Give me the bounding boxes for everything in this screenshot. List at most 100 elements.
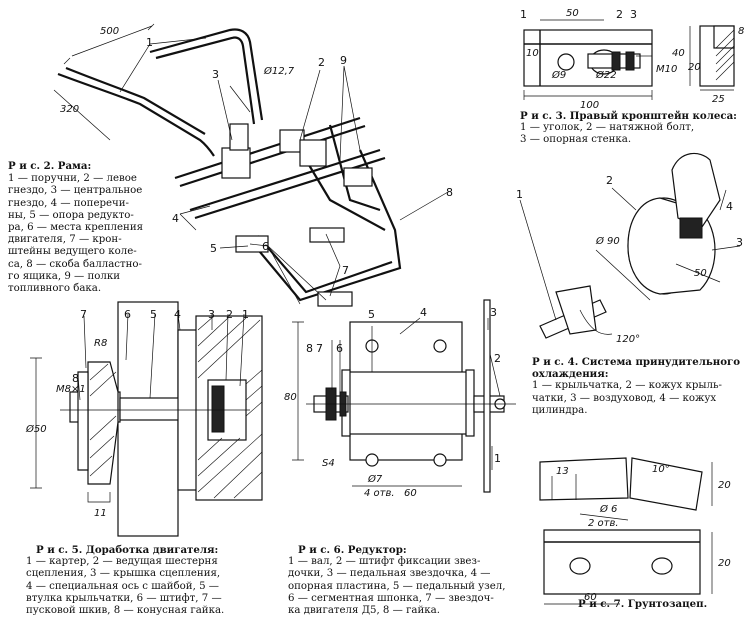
fig6-label-7: 7 xyxy=(316,342,323,355)
fig7-dim-60: 60 xyxy=(584,592,597,603)
fig6-caption: Р и с. 6. Редуктор: 1 — вал, 2 — штифт ф… xyxy=(288,544,528,617)
fig5-dim-r8: R8 xyxy=(94,338,107,349)
fig4-label-2: 2 xyxy=(606,174,613,187)
fig5-label-3: 3 xyxy=(208,308,215,321)
fig3-dim-m10: M10 xyxy=(656,64,677,75)
fig2-label-8: 8 xyxy=(446,186,453,199)
fig2-caption-line: штейны ведущего коле- xyxy=(8,246,137,258)
fig3-caption-line: 1 — уголок, 2 — натяжной болт, xyxy=(520,122,695,134)
fig4-label-3: 3 xyxy=(736,236,743,249)
fig3-dim-50: 50 xyxy=(566,8,579,19)
fig2-dim-tube: Ø12,7 xyxy=(263,65,295,77)
fig4-label-4: 4 xyxy=(726,200,733,213)
fig2-caption-line: са, 8 — скоба балластно- xyxy=(8,258,142,270)
fig5-label-8: 8 xyxy=(72,372,79,385)
fig7-dim-2holes: 2 отв. xyxy=(588,518,619,529)
fig6-label-8: 8 xyxy=(306,342,313,355)
fig2-caption-line: го ящика, 9 — полки xyxy=(8,270,121,282)
fig4-caption-line: цилиндра. xyxy=(532,404,588,416)
fig6-reducer-drawing xyxy=(292,299,516,493)
fig5-caption-line: втулка крыльчатки, 6 — штифт, 7 — xyxy=(26,592,222,604)
fig2-caption-line: 1 — поручни, 2 — левое xyxy=(8,173,137,185)
fig2-frame-drawing xyxy=(53,23,449,307)
fig7-caption-title: Р и с. 7. Грунтозацеп. xyxy=(578,598,708,610)
fig5-caption-line: 1 — картер, 2 — ведущая шестерня xyxy=(26,556,218,568)
fig2-label-7: 7 xyxy=(342,264,349,277)
fig4-caption-title: Р и с. 4. Система принудительного xyxy=(532,356,741,368)
fig3-label-3: 3 xyxy=(630,8,637,21)
fig5-label-2: 2 xyxy=(226,308,233,321)
fig7-dim-10deg: 10° xyxy=(652,464,670,475)
fig7-dim-13: 13 xyxy=(556,466,569,477)
fig6-dim-80: 80 xyxy=(284,392,297,403)
fig2-label-9: 9 xyxy=(340,54,347,67)
fig2-label-3: 3 xyxy=(212,68,219,81)
fig5-label-4: 4 xyxy=(174,308,181,321)
fig4-dim-120: 120° xyxy=(616,334,640,345)
fig4-label-1: 1 xyxy=(516,188,523,201)
fig6-label-3: 3 xyxy=(490,306,497,319)
fig5-label-5: 5 xyxy=(150,308,157,321)
fig4-caption-title-2: охлаждения: xyxy=(532,368,609,381)
fig5-caption-title: Р и с. 5. Доработка двигателя: xyxy=(36,544,219,556)
fig2-caption-line: ны, 5 — опора редукто- xyxy=(8,209,134,221)
fig4-caption-line: 1 — крыльчатка, 2 — кожух крыль- xyxy=(532,380,722,392)
fig3-caption-title: Р и с. 3. Правый кронштейн колеса: xyxy=(520,110,737,122)
fig7-dim-d6: Ø 6 xyxy=(599,503,617,515)
fig6-dim-s4: S4 xyxy=(322,458,335,469)
fig6-label-4: 4 xyxy=(420,306,427,319)
fig3-caption: Р и с. 3. Правый кронштейн колеса: 1 — у… xyxy=(520,110,748,147)
fig2-caption-line: двигателя, 7 — крон- xyxy=(8,234,122,246)
fig2-caption: Р и с. 2. Рама: 1 — поручни, 2 — левое г… xyxy=(8,160,168,295)
fig2-caption-title: Р и с. 2. Рама: xyxy=(8,160,92,172)
fig3-dim-d9: Ø9 xyxy=(551,69,566,81)
fig5-dim-11: 11 xyxy=(94,508,107,519)
fig6-dim-d7: Ø7 xyxy=(367,473,383,485)
fig2-label-6: 6 xyxy=(262,240,269,253)
fig6-label-2: 2 xyxy=(494,352,501,365)
fig6-label-6: 6 xyxy=(336,342,343,355)
fig2-caption-line: топливного бака. xyxy=(8,283,102,295)
fig3-dim-100: 100 xyxy=(580,100,599,111)
fig3-dim-25: 25 xyxy=(712,94,725,105)
fig3-label-1: 1 xyxy=(520,8,527,21)
fig3-dim-10: 10 xyxy=(526,48,539,59)
fig3-dim-8: 8 xyxy=(738,26,744,37)
fig2-caption-line: гнездо, 4 — поперечи- xyxy=(8,197,130,209)
fig6-caption-line: опорная пластина, 5 — педальный узел, xyxy=(288,580,506,592)
fig3-dim-20: 20 xyxy=(688,62,701,73)
fig7-dim-20b: 20 xyxy=(718,558,731,569)
fig2-dim-320: 320 xyxy=(60,104,79,115)
fig7-grouser-drawing xyxy=(539,457,713,605)
fig3-dim-d22: Ø22 xyxy=(595,69,617,81)
fig5-caption: Р и с. 5. Доработка двигателя: 1 — карте… xyxy=(26,544,272,617)
fig6-caption-line: дочки, 3 — педальная звездочка, 4 — xyxy=(288,568,491,580)
fig3-bracket-drawing xyxy=(523,19,735,100)
fig6-label-1: 1 xyxy=(494,452,501,465)
fig2-label-4: 4 xyxy=(172,212,179,225)
fig5-dim-d50: Ø50 xyxy=(25,423,47,435)
fig5-label-1: 1 xyxy=(242,308,249,321)
fig4-caption: Р и с. 4. Система принудительного охлажд… xyxy=(532,356,748,417)
fig2-label-2: 2 xyxy=(318,56,325,69)
fig5-caption-line: пусковой шкив, 8 — конусная гайка. xyxy=(26,605,225,617)
fig6-dim-4holes: 4 отв. xyxy=(364,488,395,499)
fig6-label-5: 5 xyxy=(368,308,375,321)
fig4-caption-line: чатки, 3 — воздуховод, 4 — кожух xyxy=(532,392,717,404)
fig5-dim-m8: M8×1 xyxy=(56,384,86,395)
fig6-caption-line: 1 — вал, 2 — штифт фиксации звез- xyxy=(288,556,481,568)
fig4-cooling-drawing xyxy=(519,152,741,339)
fig3-caption-line: 3 — опорная стенка. xyxy=(520,134,632,146)
fig5-label-6: 6 xyxy=(124,308,131,321)
fig7-caption: Р и с. 7. Грунтозацеп. xyxy=(578,598,748,610)
fig4-dim-50: 50 xyxy=(694,268,707,279)
fig6-dim-60: 60 xyxy=(404,488,417,499)
fig6-caption-title: Р и с. 6. Редуктор: xyxy=(298,544,407,556)
fig2-caption-line: ра, 6 — места крепления xyxy=(8,222,144,234)
fig5-engine-drawing xyxy=(30,301,263,537)
fig3-dim-40: 40 xyxy=(672,48,685,59)
fig2-label-1: 1 xyxy=(146,36,153,49)
fig4-dim-d90: Ø 90 xyxy=(595,235,620,247)
fig5-caption-line: сцепления, 3 — крышка сцепления, xyxy=(26,568,221,580)
